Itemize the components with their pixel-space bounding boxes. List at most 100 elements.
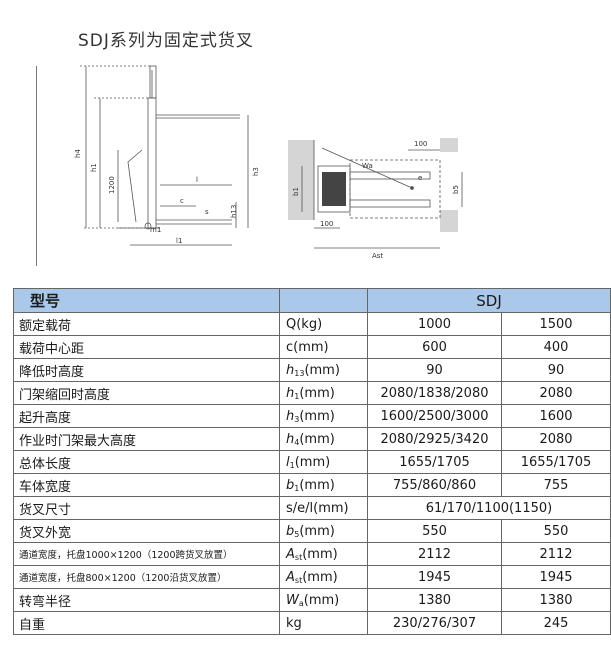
table-row: 作业时门架最大高度 h4(mm) 2080/2925/3420 2080	[13, 427, 611, 451]
unit-rest: (mm)	[294, 454, 331, 470]
row-value-2: 245	[501, 611, 611, 635]
row-unit: b1(mm)	[279, 473, 368, 497]
row-value-1: 550	[367, 519, 502, 543]
unit-subscript: st	[294, 552, 303, 562]
unit-symbol: W	[286, 592, 299, 608]
unit-rest: (mm)	[299, 431, 335, 447]
row-value-2: 400	[501, 335, 611, 359]
table-row: 货叉尺寸 s/e/l(mm) 61/170/1100(1150)	[13, 496, 611, 520]
spec-header-row: 型号 SDJ	[13, 288, 611, 313]
row-value-merged: 61/170/1100(1150)	[367, 496, 611, 520]
row-value-1: 755/860/860	[367, 473, 502, 497]
row-unit: kg	[279, 611, 368, 635]
unit-symbol: A	[286, 569, 295, 585]
row-value-1: 600	[367, 335, 502, 359]
label-wa: Wa	[362, 162, 373, 170]
table-row: 通道宽度，托盘800×1200（1200沿货叉放置） Ast(mm) 1945 …	[13, 565, 611, 589]
unit-rest: (mm)	[303, 592, 340, 608]
row-value-2: 2112	[501, 542, 611, 566]
unit-rest: (mm)	[299, 477, 335, 493]
mast-top	[149, 65, 157, 99]
unit-symbol: b	[286, 523, 295, 539]
row-name: 车体宽度	[13, 473, 280, 497]
fork-bottom	[349, 199, 431, 208]
row-unit: Wa(mm)	[279, 588, 368, 612]
page-title: SDJ系列为固定式货叉	[78, 31, 254, 51]
label-c: c	[180, 197, 184, 205]
label-s: s	[205, 208, 209, 216]
unit-symbol: h	[286, 431, 295, 447]
unit-symbol: h	[286, 362, 295, 378]
label-b1: b1	[292, 187, 300, 196]
wall-right-top	[440, 138, 458, 152]
unit-subscript: 1	[294, 483, 300, 493]
unit-rest: (mm)	[302, 546, 338, 562]
table-row: 自重 kg 230/276/307 245	[13, 611, 611, 635]
row-value-1: 1945	[367, 565, 502, 589]
wheel	[144, 222, 152, 230]
mast	[147, 97, 157, 229]
table-row: 通道宽度，托盘1000×1200（1200跨货叉放置） Ast(mm) 2112…	[13, 542, 611, 566]
row-value-1: 1000	[367, 312, 502, 336]
row-unit: Q(kg)	[279, 312, 368, 336]
row-value-2: 1380	[501, 588, 611, 612]
unit-subscript: 5	[294, 529, 300, 539]
row-value-2: 1600	[501, 404, 611, 428]
table-row: 降低时高度 h13(mm) 90 90	[13, 358, 611, 382]
wa-dim-line	[321, 147, 413, 189]
row-name: 载荷中心距	[13, 335, 280, 359]
table-row: 货叉外宽 b5(mm) 550 550	[13, 519, 611, 543]
row-unit: h13(mm)	[279, 358, 368, 382]
row-name: 额定载荷	[13, 312, 280, 336]
row-unit: Ast(mm)	[279, 565, 368, 589]
row-value-2: 2080	[501, 381, 611, 405]
label-ast: Ast	[372, 252, 383, 260]
spec-table: 型号 SDJ 额定载荷 Q(kg) 1000 1500 载荷中心距 c(mm) …	[13, 288, 611, 635]
row-name: 作业时门架最大高度	[13, 427, 280, 451]
row-name: 货叉尺寸	[13, 496, 280, 520]
top-view	[288, 138, 463, 249]
row-name: 总体长度	[13, 450, 280, 474]
table-row: 总体长度 l1(mm) 1655/1705 1655/1705	[13, 450, 611, 474]
unit-subscript: 13	[294, 368, 305, 378]
unit-rest: (mm)	[299, 385, 335, 401]
label-100-bottom: 100	[320, 220, 333, 228]
label-h4: h4	[74, 149, 82, 158]
table-row: 门架缩回时高度 h1(mm) 2080/1838/2080 2080	[13, 381, 611, 405]
unit-subscript: 4	[294, 437, 300, 447]
row-value-2: 1655/1705	[501, 450, 611, 474]
label-l1: l1	[176, 237, 182, 245]
header-model-name: SDJ	[367, 288, 611, 313]
row-name: 门架缩回时高度	[13, 381, 280, 405]
unit-symbol: A	[286, 546, 295, 562]
row-unit: s/e/l(mm)	[279, 496, 368, 520]
pallet-outline	[349, 159, 441, 219]
wall-left	[288, 140, 314, 220]
unit-subscript: st	[294, 575, 303, 585]
row-unit: Ast(mm)	[279, 542, 368, 566]
table-row: 载荷中心距 c(mm) 600 400	[13, 335, 611, 359]
row-unit: l1(mm)	[279, 450, 368, 474]
label-e: e	[418, 174, 422, 182]
wall-right-bottom	[440, 210, 458, 232]
unit-symbol: h	[286, 408, 295, 424]
label-m1: m1	[150, 226, 161, 234]
row-value-1: 2080/2925/3420	[367, 427, 502, 451]
forklift-dimension-drawing: h4 h1 1200 h3 h13 s c l m1 l1 b1 b5 Wa e…	[74, 65, 463, 260]
row-name: 通道宽度，托盘1000×1200（1200跨货叉放置）	[13, 542, 280, 566]
table-row: 车体宽度 b1(mm) 755/860/860 755	[13, 473, 611, 497]
row-name: 降低时高度	[13, 358, 280, 382]
header-unit-blank	[279, 288, 368, 313]
row-value-2: 755	[501, 473, 611, 497]
unit-subscript: 1	[294, 391, 300, 401]
unit-rest: (mm)	[302, 569, 338, 585]
tiller-handle	[127, 149, 143, 223]
row-value-2: 90	[501, 358, 611, 382]
row-name: 货叉外宽	[13, 519, 280, 543]
label-100-top: 100	[414, 140, 427, 148]
row-unit: c(mm)	[279, 335, 368, 359]
label-l: l	[196, 176, 198, 184]
row-name: 转弯半径	[13, 588, 280, 612]
unit-subscript: a	[298, 598, 304, 608]
unit-subscript: 3	[294, 414, 300, 424]
